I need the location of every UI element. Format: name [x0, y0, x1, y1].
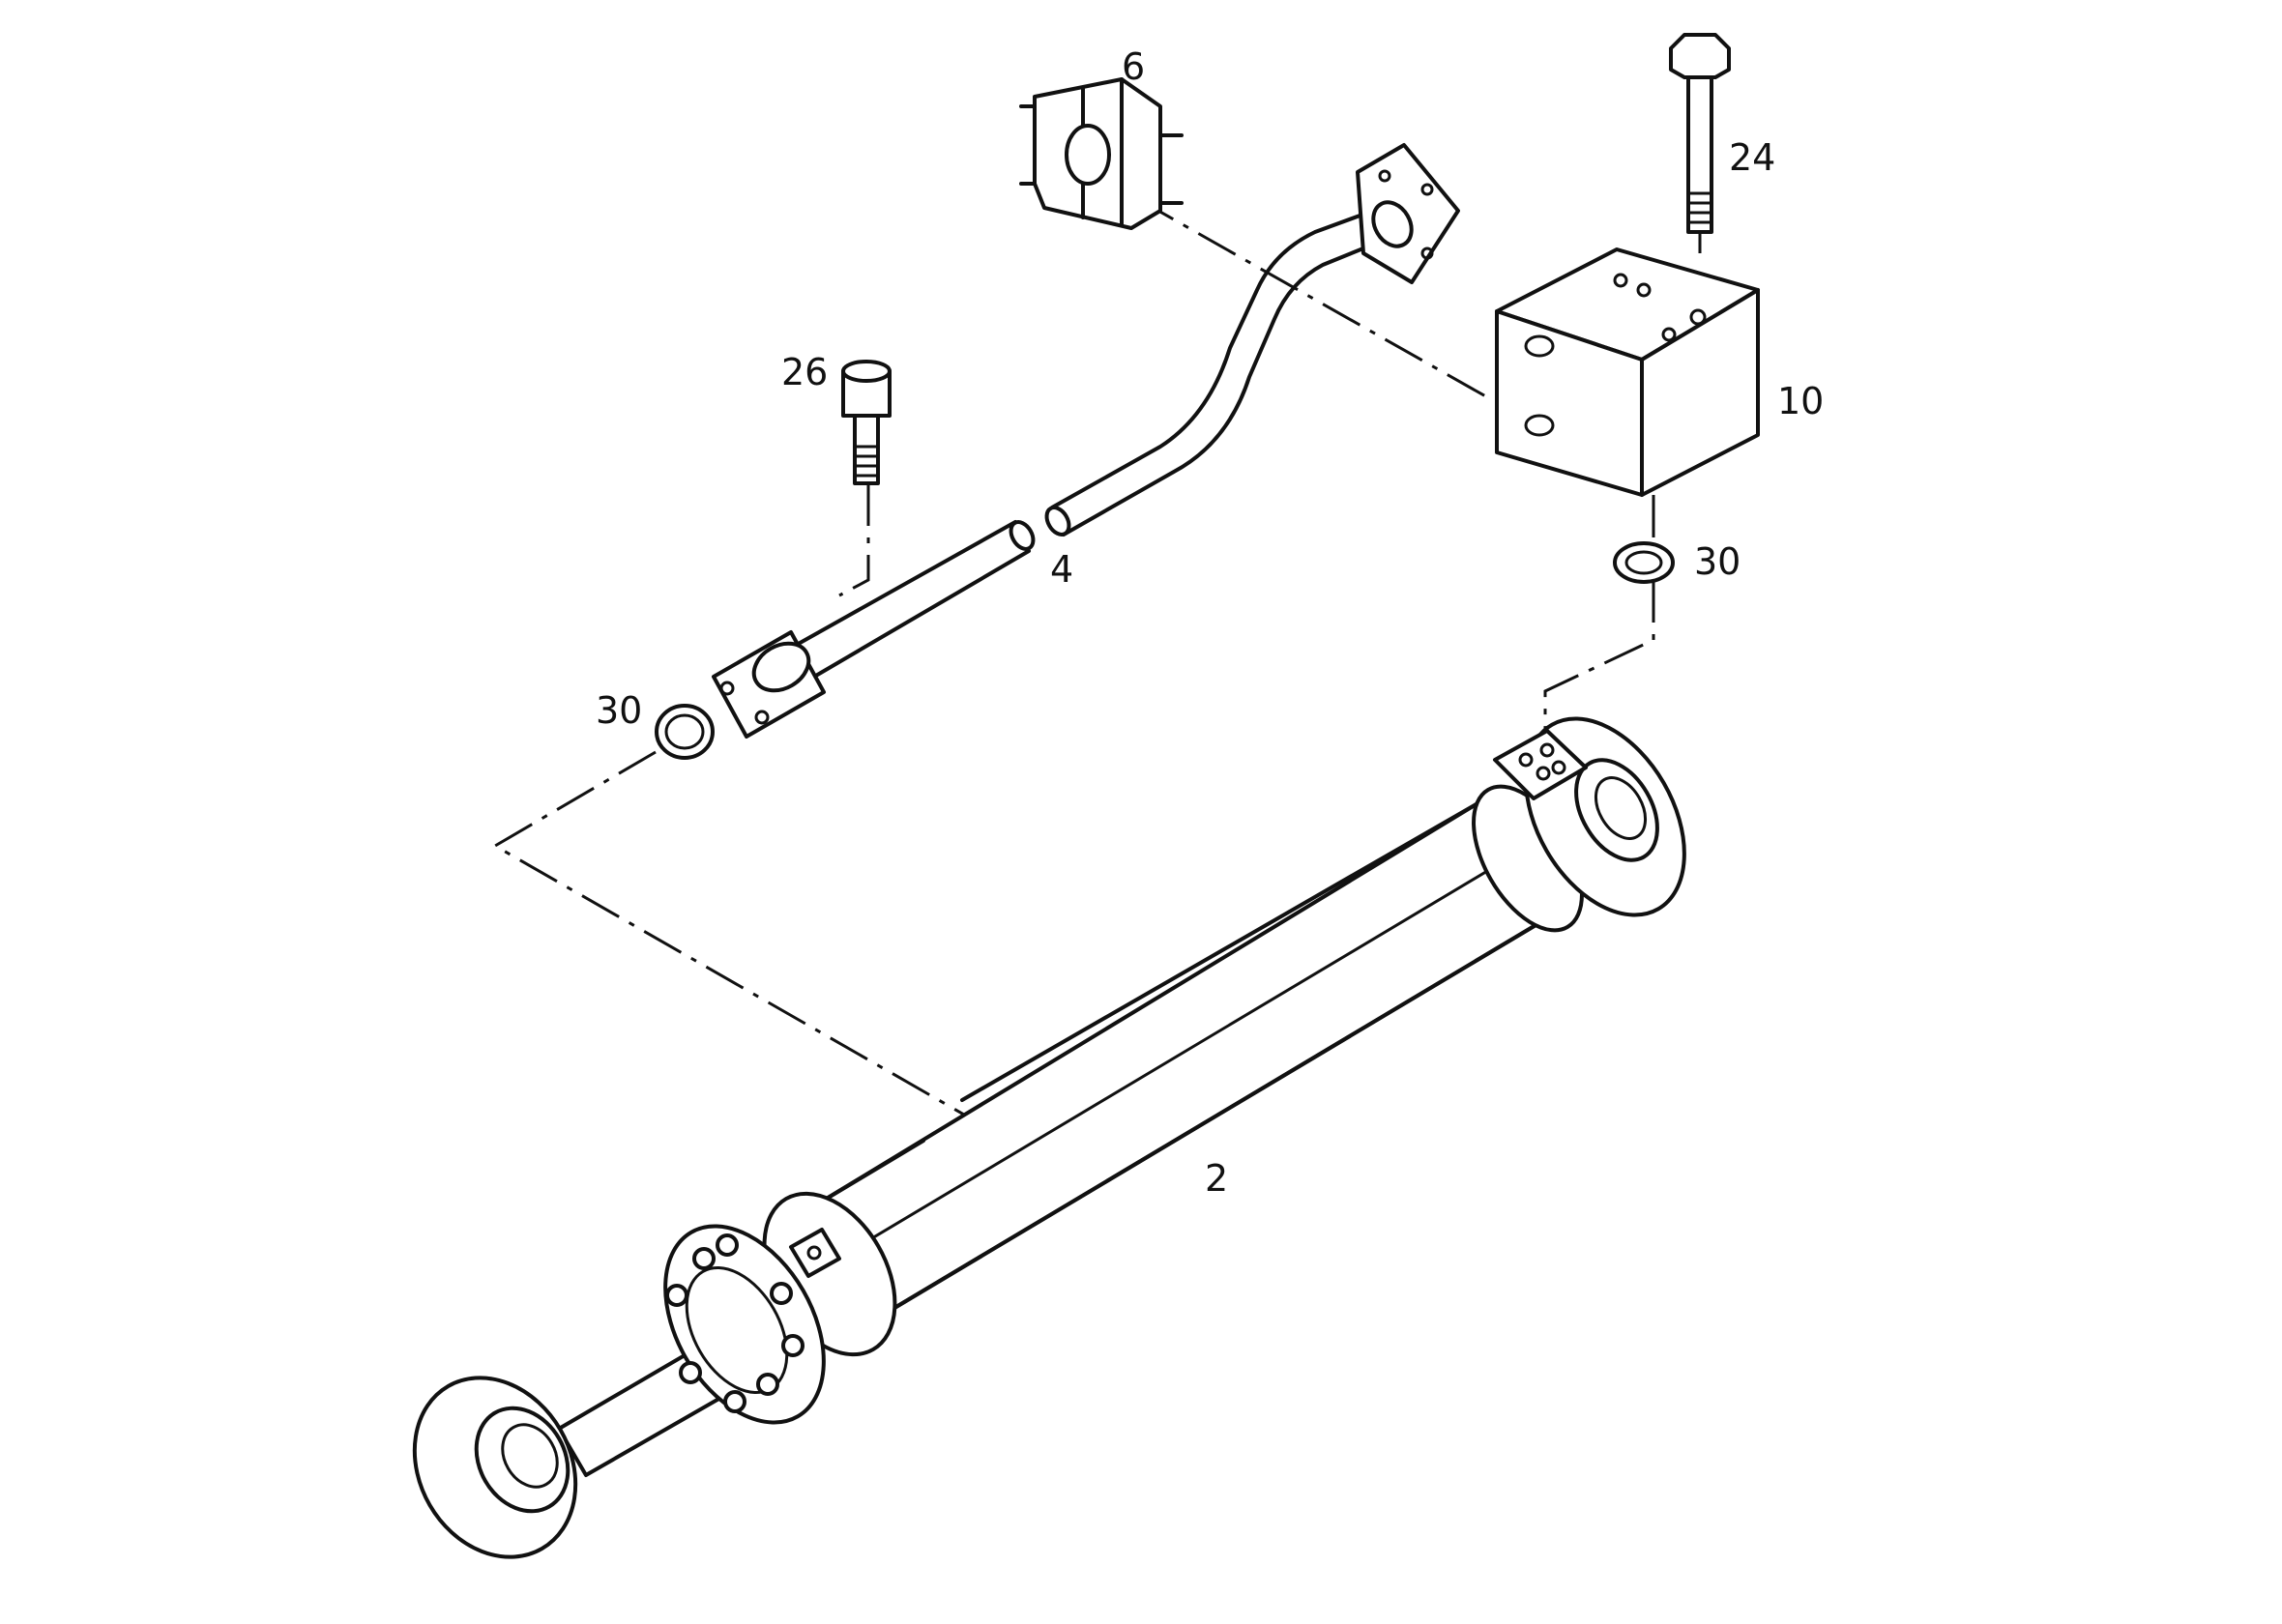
- rod-eye-right-bushing: [1594, 776, 1648, 840]
- flange-hole-icon: [1378, 169, 1391, 183]
- bolt-head: [1669, 33, 1731, 79]
- block-top-hole-icon: [1689, 308, 1707, 326]
- clamp-bore: [1065, 124, 1111, 186]
- block-top-hole-icon: [1613, 273, 1628, 288]
- flange-hole-icon: [754, 710, 770, 725]
- callout-2: 2: [1205, 1157, 1228, 1200]
- bolt-thread: [1686, 191, 1713, 224]
- gland-bolt-icon: [692, 1247, 716, 1270]
- callout-6: 6: [1122, 45, 1145, 88]
- cap-port-block: [1493, 729, 1588, 800]
- pipe-upper-end: [1044, 506, 1071, 536]
- barrel-shading-line: [839, 856, 1510, 1259]
- cap-port-hole-icon: [1536, 766, 1551, 781]
- o-ring-left: [655, 704, 715, 760]
- gland-bolt-icon: [716, 1233, 739, 1257]
- gland-bolt-icon: [723, 1390, 746, 1413]
- gland-bolt-icon: [781, 1334, 805, 1357]
- callout-10: 10: [1777, 380, 1824, 422]
- block-mount-hole-icon: [1524, 414, 1555, 437]
- hydraulic-pipe: [712, 143, 1460, 739]
- rod-eye-left-bushing: [501, 1423, 559, 1489]
- cap-port-hole-icon: [1551, 760, 1566, 775]
- pipe-lower-segment: [793, 520, 1031, 679]
- gland-bolts: [665, 1233, 805, 1413]
- flange-hole-icon: [719, 681, 735, 696]
- pipe-lower-flange-bore: [751, 641, 811, 693]
- socket-head-screw: [841, 360, 892, 485]
- head-port-hole-icon: [806, 1245, 822, 1261]
- hydraulic-cylinder: [412, 716, 1686, 1559]
- gland-bolt-icon: [679, 1361, 702, 1384]
- callout-4: 4: [1050, 548, 1073, 591]
- o-ring-left-inner: [664, 713, 705, 750]
- assembly-line-screw-26: [838, 483, 870, 597]
- screw-head-top: [841, 360, 892, 383]
- clamp-screws: [1019, 104, 1184, 205]
- pipe-upper-flange-bore: [1371, 200, 1414, 248]
- bolt-shank: [1686, 75, 1713, 234]
- block-top-hole-icon: [1661, 327, 1677, 342]
- callout-24: 24: [1729, 136, 1775, 179]
- o-ring-right-inner: [1624, 550, 1663, 575]
- screw-thread: [853, 445, 880, 478]
- pipe-upper-segment: [1050, 209, 1387, 536]
- barrel-lower-edge: [873, 916, 1549, 1321]
- block-top-hole-icon: [1636, 282, 1652, 298]
- gland-bolt-icon: [756, 1373, 779, 1396]
- gland-bolt-icon: [770, 1282, 793, 1305]
- cylinder-barrel: [808, 800, 1549, 1321]
- callout-30-left: 30: [596, 689, 642, 732]
- assembly-line-clamp-to-block: [1135, 196, 1490, 400]
- head-port-block: [789, 1228, 841, 1278]
- block-side-face: [1640, 288, 1760, 497]
- screw-shank: [853, 414, 880, 485]
- cap-port-hole-icon: [1539, 742, 1555, 758]
- cap-port-hole-icon: [1518, 752, 1534, 768]
- hex-bolt: [1669, 33, 1731, 234]
- block-mount-hole-icon: [1524, 334, 1555, 358]
- rod-eye-right-bore: [1574, 758, 1659, 862]
- callout-30-right: 30: [1694, 540, 1741, 583]
- manifold-block: [1495, 247, 1760, 497]
- callout-labels: 2 4 6 10 24 26 30 30: [596, 45, 1824, 1200]
- rod-eye-left: [412, 1376, 578, 1559]
- callout-26: 26: [781, 351, 828, 393]
- gland-bolt-icon: [665, 1284, 688, 1307]
- assembly-line-oring-to-cylinder: [1543, 580, 1655, 744]
- flange-hole-icon: [1420, 246, 1434, 260]
- rod-eye-left-bore: [474, 1406, 570, 1514]
- flange-hole-icon: [1420, 183, 1434, 196]
- o-rings: [655, 541, 1675, 760]
- pipe-lower-end: [1009, 520, 1036, 551]
- o-ring-right: [1613, 541, 1675, 584]
- pipe-clamp: [1019, 77, 1184, 230]
- barrel-edge-gap-right: [960, 800, 1481, 1102]
